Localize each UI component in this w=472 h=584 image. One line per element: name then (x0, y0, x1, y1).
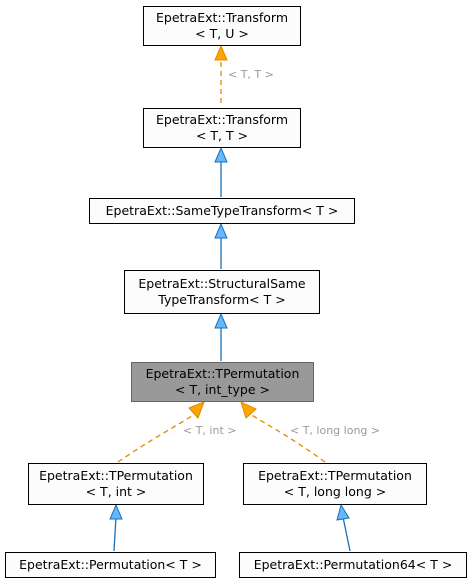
node-tpermutation-long-long[interactable]: EpetraExt::TPermutation < T, long long > (243, 463, 427, 505)
node-tperm-longlong-line1: EpetraExt::TPermutation (258, 468, 412, 483)
node-transform-t-u-line2: < T, U > (195, 26, 249, 41)
node-transform-t-t-line1: EpetraExt::Transform (155, 112, 289, 127)
node-structural-same-type-transform[interactable]: EpetraExt::StructuralSame TypeTransform<… (124, 270, 320, 314)
node-structural-line2: TypeTransform< T > (158, 292, 286, 307)
node-tperm-int-line1: EpetraExt::TPermutation (39, 468, 193, 483)
node-transform-t-u[interactable]: EpetraExt::Transform < T, U > (143, 6, 301, 46)
node-tpermutation-line1: EpetraExt::TPermutation (145, 366, 300, 381)
arrowhead-template-tperm-longlong (240, 401, 257, 419)
node-transform-t-u-line1: EpetraExt::Transform (155, 10, 289, 25)
edge-label-tt-to-tu: < T, T > (228, 68, 274, 81)
arrowhead-inherit-permutation (109, 503, 123, 520)
node-permutation64-line1: EpetraExt::Permutation64< T > (253, 557, 453, 572)
node-tperm-longlong-line2: < T, long long > (283, 484, 387, 499)
node-tperm-int-line2: < T, int > (85, 484, 147, 499)
arrowhead-inherit-same-type (214, 146, 228, 163)
arrowhead-template-tperm-int (188, 401, 205, 419)
node-permutation-line1: EpetraExt::Permutation< T > (19, 557, 202, 572)
node-tpermutation-current: EpetraExt::TPermutation < T, int_type > (131, 362, 314, 402)
arrowhead-inherit-tpermutation (214, 312, 228, 329)
node-structural-line1: EpetraExt::StructuralSame (138, 276, 306, 291)
arrowhead-inherit-permutation64 (336, 503, 350, 521)
node-permutation64[interactable]: EpetraExt::Permutation64< T > (239, 552, 467, 578)
node-tpermutation-line2: < T, int_type > (175, 382, 270, 397)
edge-inherit-permutation (113, 516, 117, 552)
node-permutation[interactable]: EpetraExt::Permutation< T > (5, 552, 216, 578)
arrowhead-template-transform (214, 44, 228, 61)
edge-inherit-permutation64 (342, 516, 351, 552)
arrowhead-inherit-structural (214, 222, 228, 239)
node-tpermutation-int[interactable]: EpetraExt::TPermutation < T, int > (28, 463, 204, 505)
node-transform-t-t[interactable]: EpetraExt::Transform < T, T > (143, 108, 301, 148)
edge-template-tperm-longlong (249, 413, 326, 463)
node-transform-t-t-line2: < T, T > (195, 128, 249, 143)
node-same-type-transform-line1: EpetraExt::SameTypeTransform< T > (105, 203, 339, 218)
edge-label-long-long: < T, long long > (290, 424, 381, 437)
edge-template-tperm-int (117, 413, 196, 463)
edge-label-int: < T, int > (183, 424, 237, 437)
node-same-type-transform[interactable]: EpetraExt::SameTypeTransform< T > (89, 198, 355, 224)
